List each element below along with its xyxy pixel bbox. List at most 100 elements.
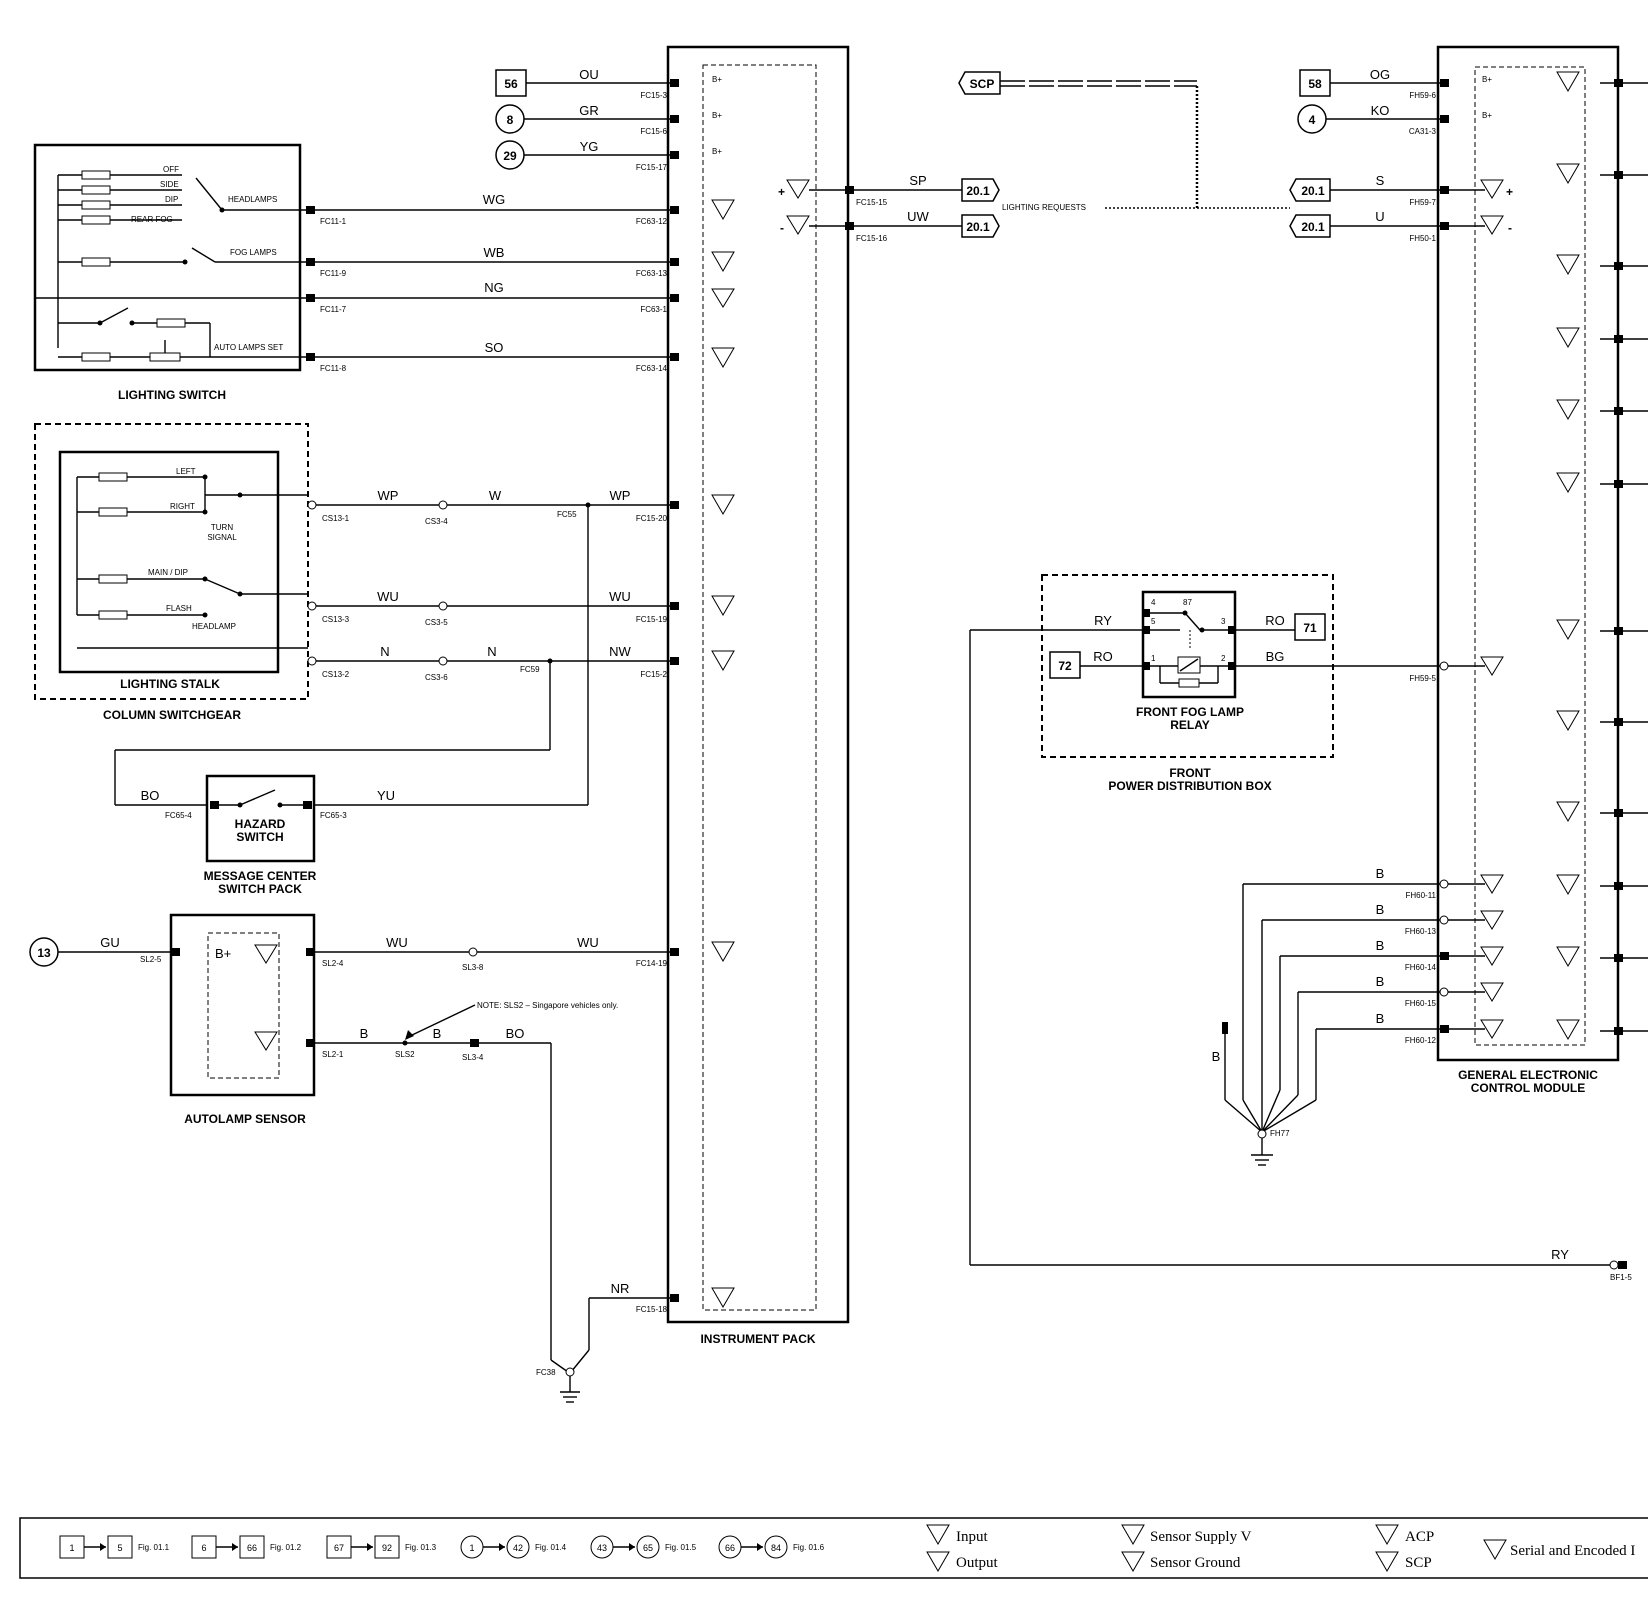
lighting-switch: OFF SIDE DIP REAR FOG HEADLAMPS FOG LAMP… [33,143,302,402]
wire-yg: YG [580,139,599,154]
instrument-pack-title: INSTRUMENT PACK [700,1332,815,1346]
supply-wires: OU GR YG FC15-3 FC15-6 FC15-17 B+ B+ B+ [524,67,722,172]
switch-pos-dip: DIP [165,195,178,204]
turn-signal-label-2: SIGNAL [207,533,237,542]
wire-bg: BG [1266,649,1285,664]
legend-ranges-5-from: 66 [725,1543,735,1553]
legend-range-1: 1 5 Fig. 01.1 [59,1535,170,1559]
svg-text:2: 2 [1221,654,1226,663]
legend-ranges-5-fig: Fig. 01.6 [793,1543,825,1552]
sensor-ground-icon [1121,1551,1145,1572]
ref-20-1-a: 20.1 [966,184,990,198]
legend-ranges-5-to: 84 [771,1543,781,1553]
wire-ko: KO [1371,103,1390,118]
wire-n-a: N [380,644,389,659]
scp-instrument: + - FC15-15 FC15-16 SP UW 20.1 20.1 LIGH… [778,71,1290,243]
conn-fc14-19: FC14-19 [636,959,668,968]
conn-fc15-6: FC15-6 [640,127,667,136]
wire-nw: NW [609,644,631,659]
conn-ca31-3: CA31-3 [1409,127,1437,136]
autolamp-sensor: 13 GU SL2-5 B+ WU WU B B BO SL2-4 SL2-1 … [29,913,735,1403]
output-icon [926,1551,950,1572]
legend-ranges-1-fig: Fig. 01.2 [270,1543,302,1552]
fog-relay-title-1: FRONT FOG LAMP [1136,705,1244,719]
wire-wu-b: WU [609,589,631,604]
wire-b-3: B [1376,938,1385,953]
ip-bplus-1: B+ [712,75,722,84]
switch-pos-rear-fog: REAR FOG [131,215,173,224]
hazard-title-2: SWITCH [236,830,283,844]
autolamp-sensor-title: AUTOLAMP SENSOR [184,1112,306,1126]
wire-nr: NR [611,1281,630,1296]
wire-ro-b: RO [1093,649,1113,664]
legend-input: Input [956,1529,988,1545]
conn-fc15-17: FC15-17 [636,163,668,172]
message-center-title-1: MESSAGE CENTER [204,869,317,883]
conn-fc15-2: FC15-2 [640,670,667,679]
wire-yu: YU [377,788,395,803]
turn-signal-label-1: TURN [211,523,233,532]
conn-fc11-8: FC11-8 [320,364,347,373]
conn-fh60-15: FH60-15 [1405,999,1437,1008]
conn-fh60-12: FH60-12 [1405,1036,1437,1045]
legend-range-5: 43 65 Fig. 01.5 [590,1535,697,1559]
gecm: GENERAL ELECTRONIC CONTROL MODULE 58 4 O… [1212,45,1648,1166]
legend-ranges-2-to: 92 [382,1543,392,1553]
hazard-switch: BO YU FC65-4 FC65-3 HAZARD SWITCH MESSAG… [115,774,588,896]
wire-wu-a: WU [377,589,399,604]
gecm-title-1: GENERAL ELECTRONIC [1458,1068,1598,1082]
conn-fc15-3: FC15-3 [640,91,667,100]
wire-ry-a: RY [1094,613,1112,628]
conn-fh59-7: FH59-7 [1409,198,1436,207]
svg-text:4: 4 [1151,598,1156,607]
auto-lamps-set-label: AUTO LAMPS SET [214,343,283,352]
legend-range-6: 66 84 Fig. 01.6 [718,1535,825,1559]
stalk-left-label: LEFT [176,467,196,476]
refs-r29: 29 [503,149,517,163]
ref-56: 56 [495,69,527,97]
ref-20-1-d: 20.1 [1301,220,1325,234]
legend-range-3: 67 92 Fig. 01.3 [326,1535,437,1559]
conn-fh60-11: FH60-11 [1405,891,1436,900]
lighting-switch-title: LIGHTING SWITCH [118,388,226,402]
wire-n-b: N [487,644,496,659]
ref-29: 29 [495,140,525,170]
svg-text:3: 3 [1221,617,1226,626]
wire-w: W [489,488,502,503]
conn-fc15-15: FC15-15 [856,198,888,207]
conn-fh77: FH77 [1270,1129,1290,1138]
acp-icon [1375,1524,1399,1545]
scp-minus: - [780,221,784,235]
conn-sl3-4: SL3-4 [462,1053,484,1062]
fog-lamps-label: FOG LAMPS [230,248,277,257]
ref-71: 71 [1303,621,1317,635]
wire-b-6: B [1212,1049,1221,1064]
svg-text:5: 5 [1151,617,1156,626]
gecm-title-2: CONTROL MODULE [1471,1081,1585,1095]
svg-text:87: 87 [1183,598,1192,607]
legend-ranges-2-from: 67 [334,1543,344,1553]
legend-sensor-ground: Sensor Ground [1150,1555,1241,1571]
conn-cs3-5: CS3-5 [425,618,448,627]
wire-wp-a: WP [378,488,399,503]
wire-wu-d: WU [577,935,599,950]
input-icon [926,1524,950,1545]
conn-fc11-1: FC11-1 [320,217,347,226]
wire-wg: WG [483,192,505,207]
conn-fc11-7: FC11-7 [320,305,347,314]
flash-label: FLASH [166,604,192,613]
gecm-bplus-1: B+ [1482,75,1492,84]
wire-ng: NG [484,280,504,295]
refs-r8: 8 [507,113,514,127]
wire-b-5: B [1376,1011,1385,1026]
conn-fc63-13: FC63-13 [636,269,668,278]
conn-cs3-6: CS3-6 [425,673,448,682]
hazard-title-1: HAZARD [235,817,286,831]
conn-sl2-1: SL2-1 [322,1050,344,1059]
front-pdb-title-1: FRONT [1169,766,1211,780]
switch-pos-side: SIDE [160,180,179,189]
wire-b-sensor: B [360,1026,369,1041]
legend: 1 5 Fig. 01.1 6 66 Fig. 01.2 67 92 Fig. … [19,1517,1648,1579]
wire-b-2: B [1376,902,1385,917]
front-pdb-title-2: POWER DISTRIBUTION BOX [1108,779,1271,793]
